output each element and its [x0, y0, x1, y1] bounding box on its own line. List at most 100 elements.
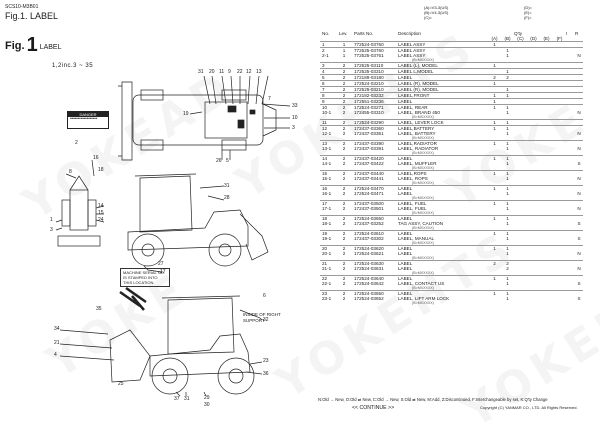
cell-desc: LABEL, FUEL	[398, 200, 488, 206]
cell-i	[566, 260, 575, 266]
serial-condition-row: (B>MXXXXX)	[320, 181, 583, 186]
cell-no: 13-1	[322, 146, 332, 151]
cell-desc: LABEL, FUEL	[398, 206, 427, 211]
mid-rops	[139, 175, 193, 233]
serial-condition: (B>MXXXXX)	[412, 196, 434, 200]
cell-b: 1	[506, 131, 509, 136]
cell-r: N	[577, 131, 581, 136]
serial-condition: (B>MXXXXX)	[412, 58, 434, 62]
col-a: (A)	[491, 36, 498, 41]
cell-i	[566, 185, 575, 191]
cell-desc: LABEL, LEVER LOCK	[398, 119, 488, 126]
cell-d	[527, 200, 540, 206]
cell-r: N	[577, 110, 581, 115]
cell-b: 1	[501, 92, 514, 99]
bottom-front-wheel	[217, 357, 255, 395]
callout-number: 1	[50, 217, 53, 223]
cell-no: 7	[320, 86, 339, 93]
cell-a: 1	[488, 155, 501, 161]
cell-r: N	[577, 191, 581, 196]
cell-r: N	[577, 176, 581, 181]
cell-part: 172551-03236	[349, 98, 398, 105]
cell-part: 172524-03620	[349, 245, 398, 251]
cell-b	[501, 41, 514, 48]
top-label-mark	[227, 105, 237, 113]
cell-f	[553, 104, 566, 110]
cell-desc: LABEL,RADIATOR	[398, 140, 488, 146]
cell-a: 1	[488, 104, 501, 110]
cell-part: 172524-03271	[349, 104, 398, 110]
model-legend-e: (E)=	[524, 10, 532, 15]
cell-f	[553, 170, 566, 176]
cell-desc: LABEL, BRAND 450	[398, 110, 440, 115]
cell-d	[527, 125, 540, 131]
cell-desc: LABEL, MANUAL	[398, 236, 434, 241]
cell-lev: 1	[339, 47, 349, 53]
cell-c	[514, 68, 527, 75]
col-description: Description	[398, 31, 421, 36]
cell-r	[575, 74, 583, 81]
serial-condition-row: (B>MXXXXX)	[320, 211, 583, 216]
cell-part: 172524-03621	[354, 251, 384, 256]
cell-r	[575, 140, 583, 146]
cell-a: 1	[488, 125, 501, 131]
cell-a	[488, 86, 501, 93]
cell-f	[553, 68, 566, 75]
callout-number: 28	[224, 195, 230, 201]
cell-r	[575, 125, 583, 131]
cell-part: 172524-03471	[354, 191, 384, 196]
cell-r	[575, 245, 583, 251]
cell-e	[540, 125, 553, 131]
cell-d	[527, 275, 540, 281]
cell-lev: 2	[339, 215, 349, 221]
cell-no: 2-1	[322, 53, 329, 58]
cell-i	[566, 275, 575, 281]
callout-number: 8	[69, 169, 72, 175]
bottom-rops	[167, 297, 235, 355]
top-label-mark	[237, 119, 245, 129]
cell-b: 1	[501, 119, 514, 126]
cell-b: 1	[506, 221, 509, 226]
model-legend-d: (D)=	[524, 5, 532, 10]
cell-e	[540, 260, 553, 266]
serial-condition-row: (B>MXXXXX)	[320, 286, 583, 291]
serial-condition: (B>MXXXXX)	[412, 256, 434, 260]
cell-no: 8	[320, 92, 339, 99]
cell-f	[553, 74, 566, 81]
cell-d	[527, 155, 540, 161]
cell-f	[553, 290, 566, 296]
cell-desc: LABEL, RADIATOR	[398, 146, 439, 151]
cell-d	[527, 62, 540, 69]
cell-part: 172524-03652	[354, 296, 384, 301]
cell-desc: LABEL	[398, 230, 488, 236]
serial-condition: (B>MXXXXX)	[412, 115, 434, 119]
callout-number: 31	[198, 69, 204, 75]
callout-number: 2	[75, 140, 78, 146]
cell-f	[553, 47, 566, 53]
cell-desc: LABEL,FRONT	[398, 92, 488, 99]
machine-top-body	[132, 94, 264, 146]
cell-a: 1	[488, 80, 501, 87]
cell-desc: LABEL	[398, 191, 413, 196]
cell-d	[527, 119, 540, 126]
callout-number: 19	[183, 111, 189, 117]
cell-desc: LABEL L,MODEL	[398, 68, 488, 75]
model-legend-2: (D)= (E)= (F)=	[524, 5, 532, 20]
cell-lev: 2	[339, 68, 349, 75]
cell-f	[553, 215, 566, 221]
cell-d	[527, 47, 540, 53]
cell-r	[575, 92, 583, 99]
cell-r	[575, 170, 583, 176]
cell-d	[527, 245, 540, 251]
cell-desc: LABEL	[398, 260, 488, 266]
cell-no: 4	[320, 68, 339, 75]
cell-c	[514, 275, 527, 281]
cell-i	[566, 98, 575, 105]
cell-lev: 2	[339, 230, 349, 236]
